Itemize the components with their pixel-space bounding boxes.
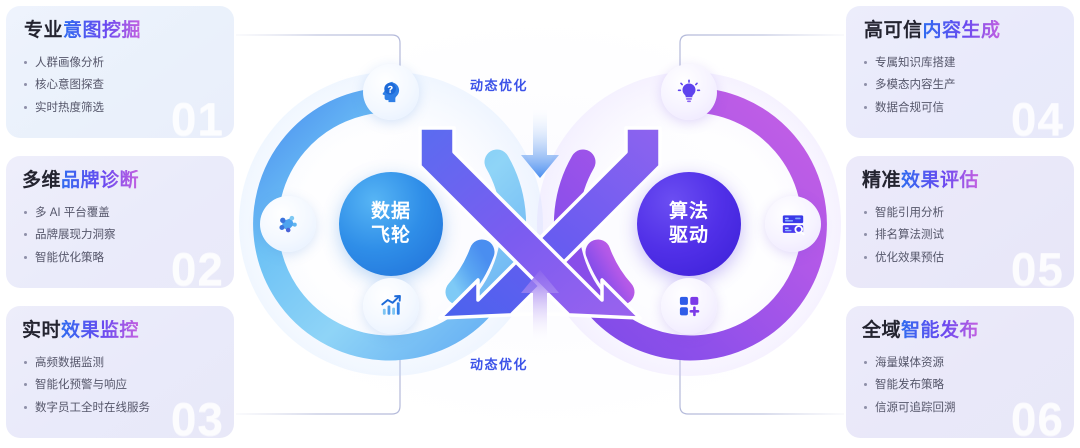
- list-item: 高频数据监测: [22, 352, 218, 374]
- head-question-icon: [382, 81, 400, 103]
- card-title: 实时效果监控: [22, 320, 218, 343]
- feature-card-02[interactable]: 多维品牌诊断 多 AI 平台覆盖 品牌展现力洞察 智能优化策略 02: [6, 156, 234, 288]
- arrow-up-right: [438, 126, 662, 320]
- left-ring-label: 数据 飞轮: [339, 172, 443, 276]
- card-title-prefix: 多维: [22, 170, 62, 191]
- card-title: 全域智能发布: [862, 320, 1058, 343]
- card-title: 专业意图挖掘: [22, 20, 218, 43]
- list-item: 多模态内容生产: [862, 74, 1058, 96]
- list-item: 品牌展现力洞察: [22, 224, 218, 246]
- list-item: 优化效果预估: [862, 247, 1058, 269]
- card-title-accent: 效果监控: [61, 320, 140, 341]
- card-title: 多维品牌诊断: [22, 170, 218, 193]
- right-ring-label: 算法 驱动: [637, 172, 741, 276]
- list-item: 海量媒体资源: [862, 352, 1058, 374]
- card-number: 01: [170, 93, 224, 138]
- lightbulb-icon: [677, 79, 701, 103]
- feature-card-06[interactable]: 全域智能发布 海量媒体资源 智能发布策略 信源可追踪回溯 06: [846, 306, 1074, 438]
- card-title-prefix: 精准: [862, 170, 902, 191]
- card-number: 05: [1010, 243, 1064, 288]
- card-title-prefix: 专业: [24, 20, 64, 41]
- bar-chart-trend-icon: [381, 295, 401, 315]
- node-document-search[interactable]: [765, 196, 821, 252]
- card-title-accent: 内容生成: [922, 20, 1001, 41]
- card-bullet-list: 海量媒体资源 智能发布策略 信源可追踪回溯: [862, 352, 1058, 419]
- card-title: 精准效果评估: [862, 170, 1058, 193]
- card-title-prefix: 全域: [862, 320, 902, 341]
- list-item: 专属知识库搭建: [862, 52, 1058, 74]
- card-bullet-list: 高频数据监测 智能化预警与响应 数字员工全时在线服务: [22, 352, 218, 419]
- card-title-accent: 品牌诊断: [61, 170, 140, 191]
- card-number: 04: [1010, 93, 1064, 138]
- left-ring-label-line1: 数据: [370, 201, 411, 223]
- list-item: 多 AI 平台覆盖: [22, 202, 218, 224]
- node-head-question[interactable]: [363, 64, 419, 120]
- card-title-accent: 智能发布: [901, 320, 980, 341]
- card-bullet-list: 智能引用分析 排名算法测试 优化效果预估: [862, 202, 1058, 269]
- right-ring-label-line1: 算法: [668, 201, 709, 223]
- list-item: 核心意图探查: [22, 74, 218, 96]
- node-bar-chart[interactable]: [363, 278, 419, 334]
- right-ring-purple: [553, 87, 827, 361]
- card-title-accent: 效果评估: [901, 170, 980, 191]
- node-app-grid[interactable]: [661, 278, 717, 334]
- network-nodes-icon: [279, 215, 297, 233]
- flow-label-bottom: 动态优化: [470, 357, 529, 372]
- node-lightbulb[interactable]: [661, 64, 717, 120]
- node-network[interactable]: [260, 196, 316, 252]
- card-bullet-list: 人群画像分析 核心意图探查 实时热度筛选: [22, 52, 218, 119]
- card-title-accent: 意图挖掘: [63, 20, 142, 41]
- list-item: 排名算法测试: [862, 224, 1058, 246]
- list-item: 实时热度筛选: [22, 97, 218, 119]
- list-item: 智能优化策略: [22, 247, 218, 269]
- infinity-loop-graphic: [239, 72, 841, 376]
- list-item: 智能化预警与响应: [22, 374, 218, 396]
- left-ring-label-line2: 飞轮: [370, 225, 411, 246]
- infinity-loop-diagram: 数据 飞轮 算法 驱动 动态优化 动态优化: [234, 0, 846, 448]
- feature-card-03[interactable]: 实时效果监控 高频数据监测 智能化预警与响应 数字员工全时在线服务 03: [6, 306, 234, 438]
- arrow-up-left: [418, 126, 642, 320]
- card-title-prefix: 高可信: [864, 20, 923, 41]
- feature-card-01[interactable]: 专业意图挖掘 人群画像分析 核心意图探查 实时热度筛选 01: [6, 6, 234, 138]
- list-item: 智能引用分析: [862, 202, 1058, 224]
- left-ring-blue: [253, 87, 527, 361]
- list-item: 数据合规可信: [862, 97, 1058, 119]
- app-grid-plus-icon: [679, 296, 700, 317]
- flow-label-top: 动态优化: [470, 78, 529, 93]
- flow-arrow-down: [521, 108, 559, 178]
- feature-card-05[interactable]: 精准效果评估 智能引用分析 排名算法测试 优化效果预估 05: [846, 156, 1074, 288]
- document-search-icon: [782, 215, 805, 236]
- flow-arrow-up: [521, 270, 559, 340]
- list-item: 信源可追踪回溯: [862, 397, 1058, 419]
- card-title-prefix: 实时: [22, 320, 62, 341]
- card-number: 06: [1010, 393, 1064, 438]
- card-number: 02: [170, 243, 224, 288]
- list-item: 智能发布策略: [862, 374, 1058, 396]
- right-ring-label-line2: 驱动: [668, 225, 709, 246]
- card-bullet-list: 专属知识库搭建 多模态内容生产 数据合规可信: [862, 52, 1058, 119]
- feature-card-04[interactable]: 高可信内容生成 专属知识库搭建 多模态内容生产 数据合规可信 04: [846, 6, 1074, 138]
- card-bullet-list: 多 AI 平台覆盖 品牌展现力洞察 智能优化策略: [22, 202, 218, 269]
- card-title: 高可信内容生成: [862, 20, 1058, 43]
- list-item: 数字员工全时在线服务: [22, 397, 218, 419]
- card-number: 03: [170, 393, 224, 438]
- list-item: 人群画像分析: [22, 52, 218, 74]
